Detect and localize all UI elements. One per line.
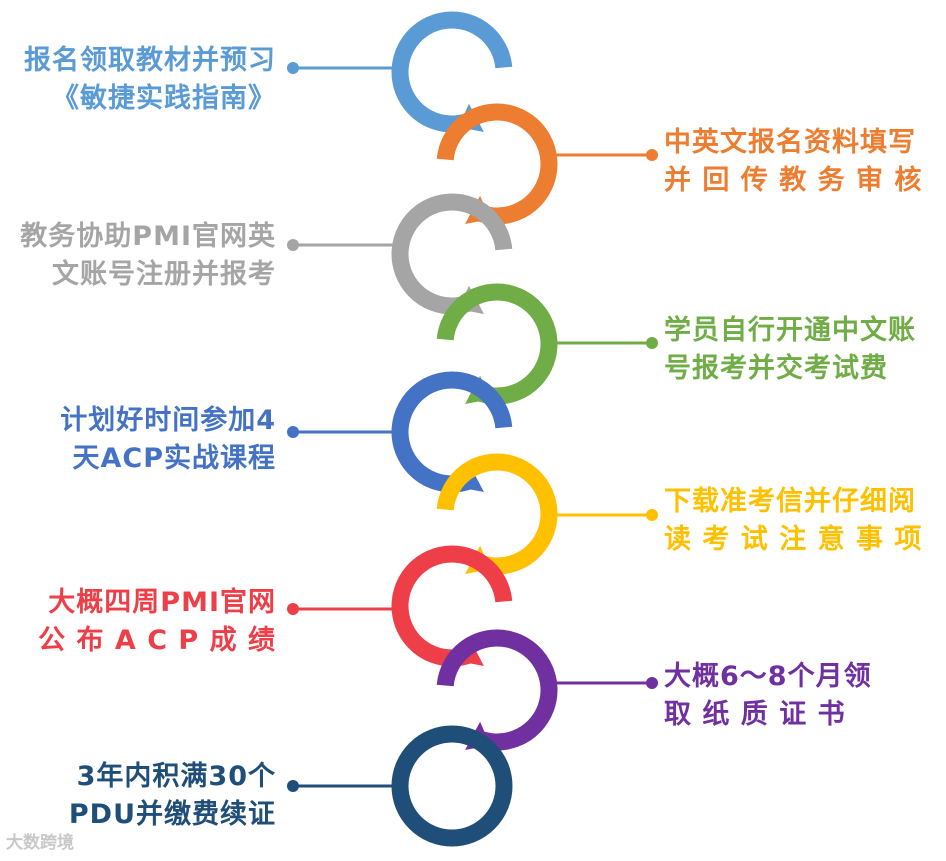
step-8-dot bbox=[646, 677, 658, 689]
step-5-arc bbox=[391, 371, 513, 493]
step-1-line-2: 《敏捷实践指南》 bbox=[52, 83, 276, 114]
step-5-line-2: 天ACP实战课程 bbox=[72, 443, 276, 474]
step-2-dot bbox=[646, 149, 658, 161]
step-4-line-1: 学员自行开通中文账 bbox=[664, 315, 916, 346]
step-3-dot bbox=[287, 239, 299, 251]
step-7-arc bbox=[391, 545, 513, 667]
step-6-line-2: 读 考 试 注 意 事 项 bbox=[664, 524, 923, 555]
step-6-dot bbox=[646, 509, 658, 521]
step-4-text: 学员自行开通中文账 号报考并交考试费 bbox=[664, 312, 916, 388]
step-8-arc bbox=[436, 629, 558, 751]
step-3-arc bbox=[391, 193, 513, 315]
step-4-line-2: 号报考并交考试费 bbox=[664, 353, 888, 384]
step-7-line-1: 大概四周PMI官网 bbox=[48, 587, 276, 618]
step-8-text: 大概6～8个月领 取 纸 质 证 书 bbox=[664, 658, 872, 734]
step-1-text: 报名领取教材并预习 《敏捷实践指南》 bbox=[24, 42, 276, 118]
step-7-line-2: 公 布 A C P 成 绩 bbox=[38, 625, 276, 656]
step-9-dot bbox=[287, 780, 299, 792]
step-3-line-2: 文账号注册并报考 bbox=[52, 259, 276, 290]
step-1-arc bbox=[391, 11, 513, 133]
step-7-text: 大概四周PMI官网 公 布 A C P 成 绩 bbox=[38, 584, 276, 660]
step-8-line-2: 取 纸 质 证 书 bbox=[664, 699, 846, 730]
step-6-arc bbox=[436, 453, 558, 575]
step-4-dot bbox=[646, 337, 658, 349]
step-2-line-1: 中英文报名资料填写 bbox=[664, 127, 916, 158]
step-3-text: 教务协助PMI官网英 文账号注册并报考 bbox=[20, 218, 276, 294]
step-7-dot bbox=[287, 603, 299, 615]
watermark: 大数跨境 bbox=[6, 833, 74, 853]
step-2-text: 中英文报名资料填写 并 回 传 教 务 审 核 bbox=[664, 124, 922, 200]
step-3-line-1: 教务协助PMI官网英 bbox=[20, 221, 276, 252]
step-5-dot bbox=[287, 426, 299, 438]
step-1-dot bbox=[287, 62, 299, 74]
step-5-line-1: 计划好时间参加4 bbox=[60, 405, 276, 436]
step-1-line-1: 报名领取教材并预习 bbox=[24, 45, 276, 76]
step-2-line-2: 并 回 传 教 务 审 核 bbox=[664, 165, 923, 196]
step-9-line-1: 3年内积满30个 bbox=[76, 761, 276, 792]
step-6-line-1: 下载准考信并仔细阅 bbox=[664, 486, 916, 517]
step-5-text: 计划好时间参加4 天ACP实战课程 bbox=[60, 402, 276, 478]
step-9-text: 3年内积满30个 PDU并缴费续证 bbox=[69, 758, 276, 834]
step-8-line-1: 大概6～8个月领 bbox=[664, 661, 872, 692]
step-4-arc bbox=[436, 283, 558, 405]
step-2-arc bbox=[436, 103, 558, 225]
step-6-text: 下载准考信并仔细阅 读 考 试 注 意 事 项 bbox=[664, 483, 922, 559]
step-9-ring bbox=[391, 725, 513, 847]
step-9-line-2: PDU并缴费续证 bbox=[68, 799, 276, 830]
